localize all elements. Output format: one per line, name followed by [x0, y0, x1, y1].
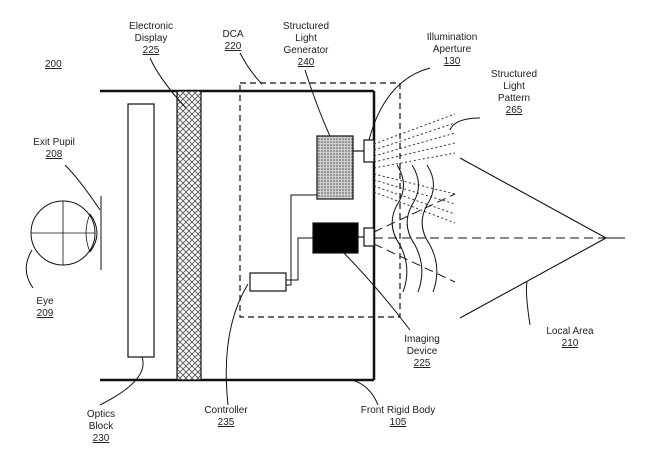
label-text: Light [503, 81, 525, 92]
label-ref: 265 [505, 105, 523, 116]
label-text: DCA [222, 29, 244, 40]
structured-light-pattern [373, 113, 456, 224]
dca-boundary [239, 82, 401, 318]
electronic-display [176, 90, 202, 381]
controller [249, 272, 287, 292]
label-text: Light [295, 33, 317, 44]
label-text: Imaging [404, 334, 440, 345]
label-text: Controller [204, 405, 248, 416]
label-ref: 230 [92, 433, 110, 444]
imaging-device [312, 222, 359, 254]
controller-wires [286, 194, 317, 286]
label-text: Exit Pupil [33, 137, 75, 148]
leader-lines [25, 52, 531, 406]
label-ref: 105 [389, 417, 407, 428]
local-area-fov [373, 157, 625, 319]
label-text: Front Rigid Body [360, 405, 436, 416]
label-ref: 240 [297, 57, 315, 68]
figure-number: 200 [45, 59, 62, 70]
label-text: Generator [283, 45, 329, 56]
label-ref: 130 [443, 56, 461, 67]
label-ref: 210 [561, 338, 579, 349]
label-text: Eye [36, 296, 54, 307]
label-ref: 225 [413, 358, 431, 369]
label-text: Optics [86, 409, 116, 420]
label-text: Local Area [546, 326, 594, 337]
label-ref: 208 [45, 149, 63, 160]
label-ref: 235 [217, 417, 235, 428]
optics-block [127, 103, 155, 358]
label-text: Block [88, 421, 114, 432]
illumination-aperture [363, 139, 375, 163]
label-ref: 209 [36, 308, 54, 319]
eye [30, 200, 98, 266]
label-text: Device [406, 346, 438, 357]
label-text: Aperture [432, 44, 472, 55]
label-text: Illumination [426, 32, 478, 43]
label-text: Structured [282, 21, 330, 32]
imaging-aperture [363, 227, 375, 247]
label-text: Display [134, 33, 168, 44]
label-text: Electronic [129, 21, 173, 32]
label-ref: 225 [142, 45, 160, 56]
label-text: Structured [490, 69, 538, 80]
wave-lines [391, 164, 438, 293]
structured-light-generator [316, 135, 354, 200]
label-ref: 220 [224, 41, 242, 52]
label-text: Pattern [497, 93, 531, 104]
